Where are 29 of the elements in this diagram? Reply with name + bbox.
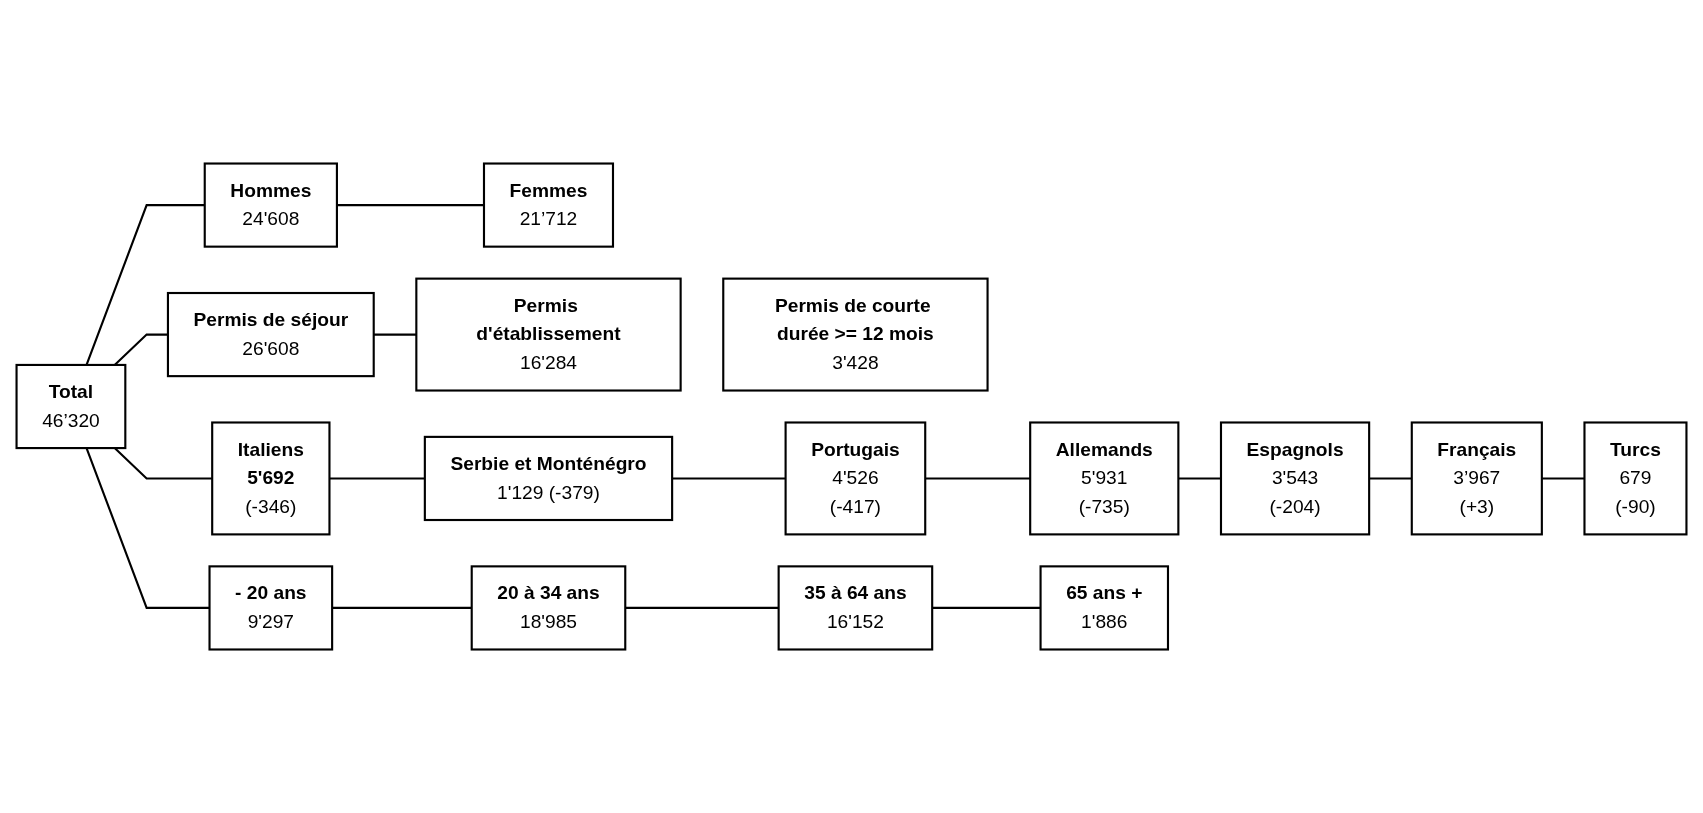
connector xyxy=(932,606,1041,609)
connector xyxy=(625,606,779,609)
connector xyxy=(336,204,484,207)
connector xyxy=(1541,477,1585,480)
node-box xyxy=(423,435,674,522)
node-box xyxy=(211,421,331,536)
node-box xyxy=(203,162,338,248)
connector xyxy=(329,477,425,480)
connector xyxy=(332,606,472,609)
node-box xyxy=(722,277,989,392)
connector xyxy=(1178,477,1221,480)
connector xyxy=(672,477,786,480)
node-box xyxy=(166,291,375,378)
node-box xyxy=(1039,565,1170,651)
node-box xyxy=(415,277,682,392)
node-box xyxy=(784,421,927,536)
node-box xyxy=(1410,421,1543,536)
connector xyxy=(925,477,1031,480)
node-box xyxy=(1583,421,1688,536)
connector xyxy=(373,333,417,336)
node-box xyxy=(470,565,627,651)
node-box xyxy=(777,565,934,651)
node-box xyxy=(15,363,127,450)
node-box xyxy=(1219,421,1371,536)
diagram: Total 46’320 Hommes 24'608 Femmes 21’712 Permis de séjour 26'608 Permis d'établissement 16'284 Permis de courte durée >= 12 mois 3'428 Italiens 5'692 (-346) Serbie et Monténégro 1'129 (-379) Portugais 4'526 (-417) Allemands 5'931 (-735) Espagnols 3'543 (-204) Français 3’967 (+3) Turcs 679 (-90) - 20 ans 9'297 20 à 34 ans 18'985 35 à 64 ans 16'152 65 ans + 1'886 xyxy=(8,155,1695,658)
node-box xyxy=(208,565,334,651)
node-box xyxy=(1029,421,1180,536)
node-box xyxy=(482,162,615,248)
connector xyxy=(1369,477,1412,480)
